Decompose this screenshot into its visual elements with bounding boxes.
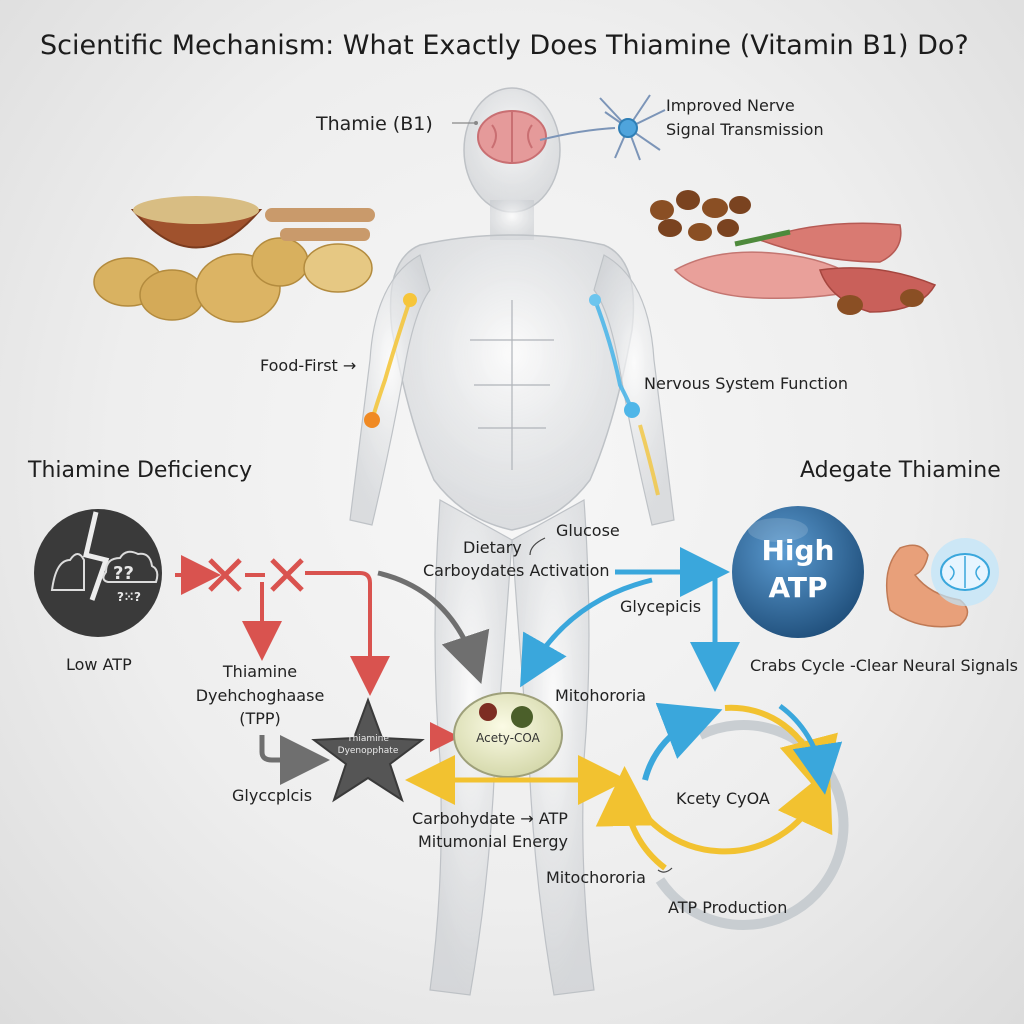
nervous-system-label: Nervous System Function	[644, 374, 849, 393]
potatoes-icon	[93, 208, 375, 323]
low-atp-circle	[34, 509, 162, 637]
tpp-label-line3: (TPP)	[239, 709, 281, 728]
star-label-line2: Dyenopphate	[337, 746, 399, 756]
mitochondria-bottom-label: Mitochororia	[546, 868, 646, 887]
neuron-icon	[539, 94, 666, 161]
cycle-center-label: Kcety CyOA	[676, 789, 770, 808]
tpp-label-line2: Dyehchoghaase	[195, 686, 325, 705]
food-first-label: Food-First →	[260, 356, 357, 375]
star-icon	[311, 697, 425, 803]
muscle-icon	[885, 544, 969, 628]
carb-atp-label: Carbohydate → ATP	[412, 809, 568, 828]
cross-icon	[270, 558, 304, 592]
brain-icon	[931, 538, 999, 606]
thiamine-b1-label: Thamie (B1)	[316, 113, 433, 135]
mito-energy-label: Mitumonial Energy	[418, 832, 568, 851]
meat-icon	[673, 222, 937, 315]
krebs-cycle-diagram	[595, 702, 849, 931]
adequate-heading: Adegate Thiamine	[800, 458, 1001, 483]
dietary-label: Dietary	[463, 538, 522, 557]
krebs-cycle-label: Crabs Cycle -Clear Neural Signals	[750, 656, 1018, 675]
nuts-icon	[650, 190, 751, 241]
page-title: Scientific Mechanism: What Exactly Does …	[40, 30, 969, 61]
nerve-signal-label-line1: Improved Nerve	[666, 96, 795, 115]
high-atp-label-line2: ATP	[768, 571, 828, 604]
acetyl-coa-label: Acety-COA	[476, 731, 540, 745]
question-marks-small: ?⁙?	[117, 590, 141, 604]
low-atp-label: Low ATP	[66, 655, 132, 674]
star-label-line1: Thiamine	[347, 734, 389, 744]
glucose-label: Glucose	[556, 521, 620, 540]
mitochondria-label: Mitohororia	[555, 686, 647, 705]
brain-icon	[477, 110, 547, 164]
lightning-icon	[83, 511, 110, 601]
carbs-activation-label: Carboydates Activation	[423, 561, 610, 580]
adequate-glycolysis-label: Glycepicis	[620, 597, 702, 616]
deficiency-heading: Thiamine Deficiency	[28, 458, 253, 483]
grains-bowl-icon	[130, 196, 263, 249]
deficiency-glycolysis-label: Glyccplcis	[232, 786, 313, 805]
question-marks: ??	[113, 563, 134, 584]
nerve-signal-label-line2: Signal Transmission	[666, 120, 824, 139]
muscle-icon	[50, 553, 85, 591]
high-atp-label-line1: High	[761, 534, 835, 567]
high-atp-circle	[732, 506, 864, 638]
tpp-label-line1: Thiamine	[222, 662, 298, 681]
cross-icon	[208, 558, 242, 592]
thought-cloud-icon	[102, 550, 159, 583]
atp-production-label: ATP Production	[668, 898, 788, 917]
